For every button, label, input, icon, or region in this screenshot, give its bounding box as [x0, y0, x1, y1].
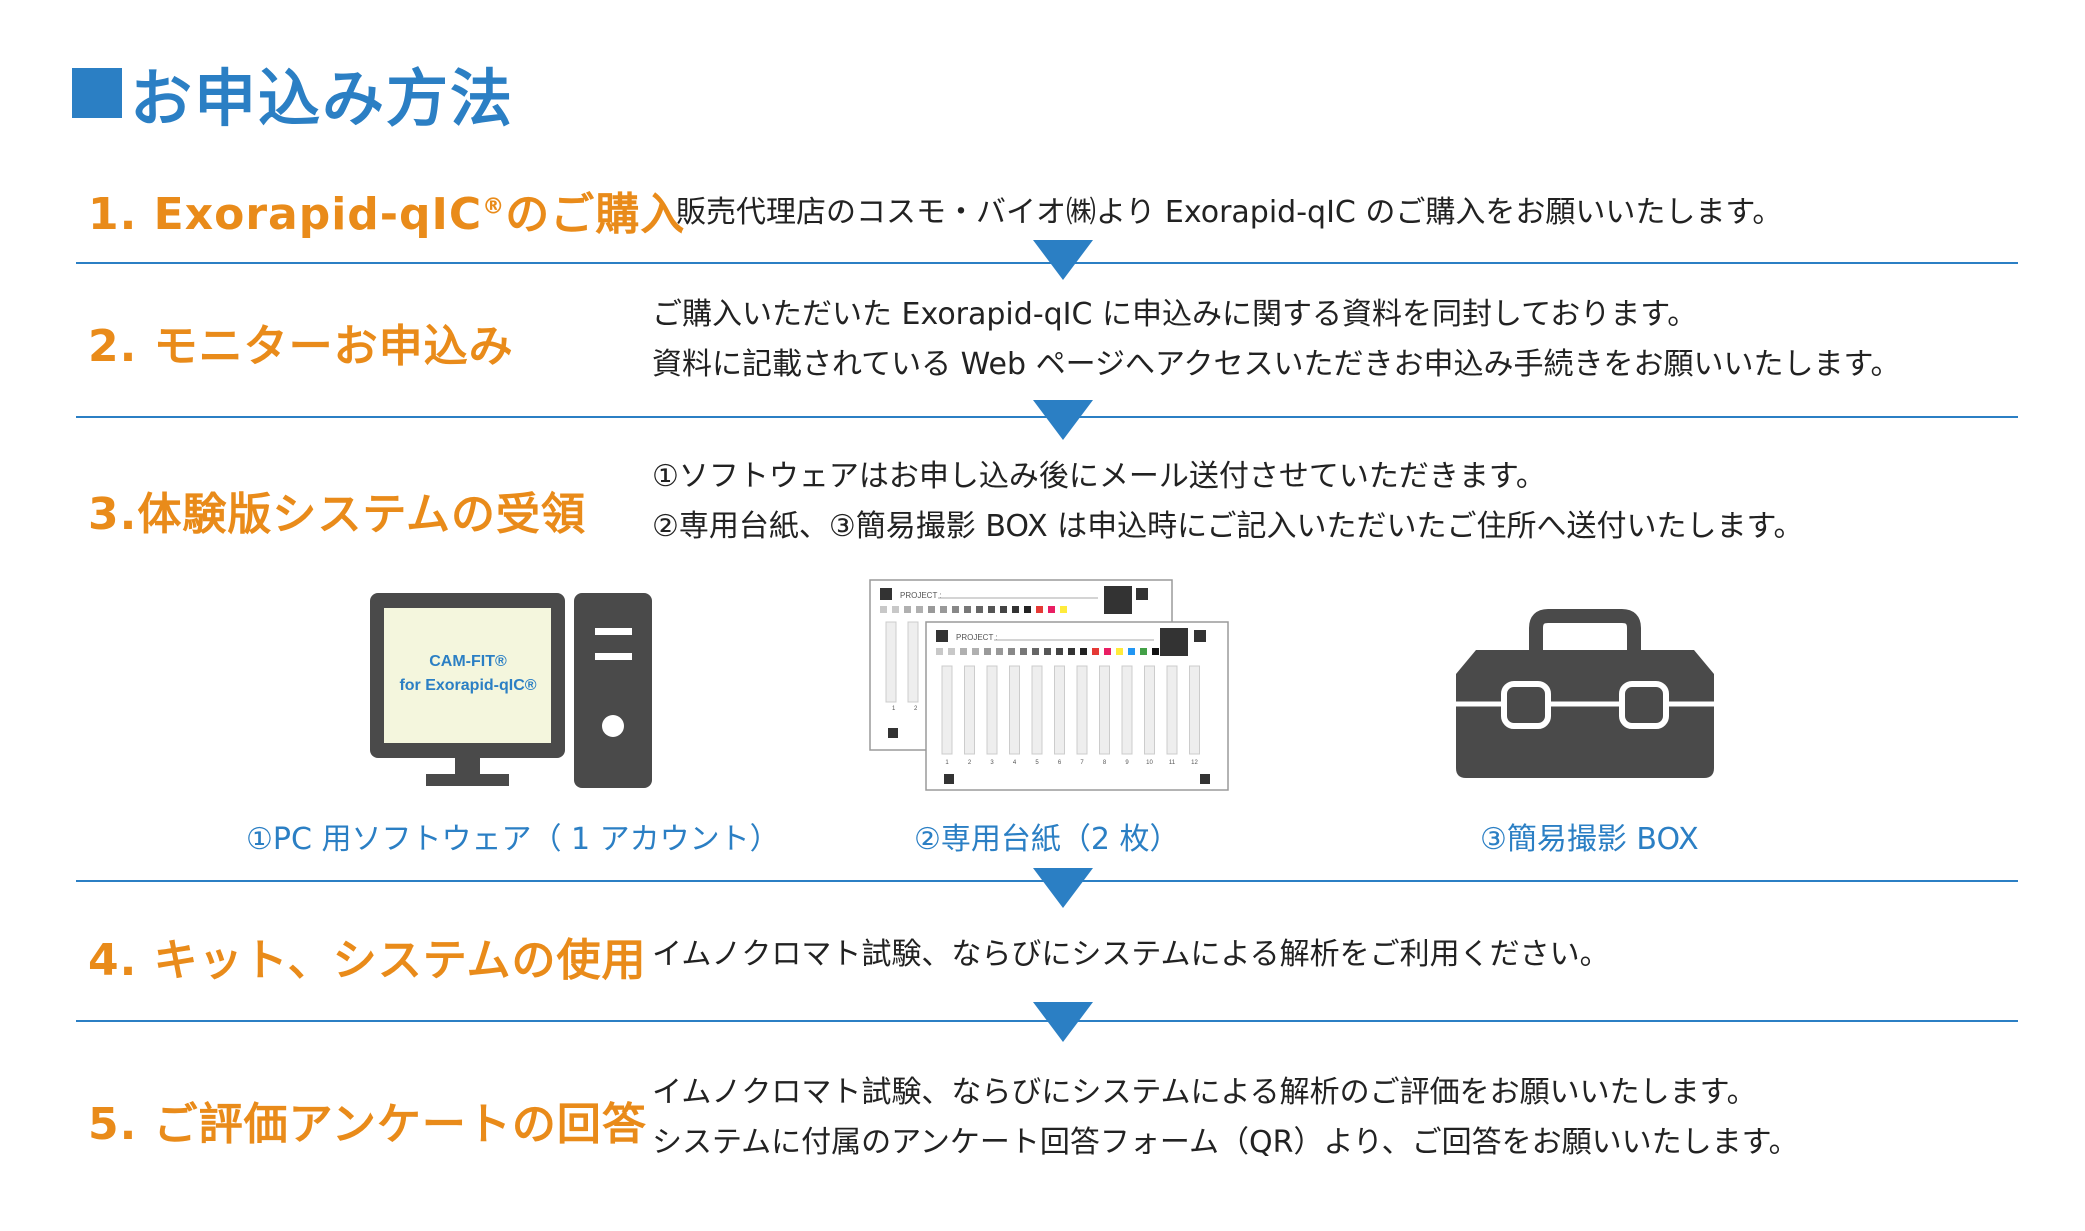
- color-chip: [1056, 648, 1063, 655]
- step-4-title: 4. キット、システムの使用: [88, 935, 647, 986]
- sheet-strip-number: 4: [1013, 760, 1017, 766]
- color-chip: [948, 648, 955, 655]
- strip-slot: [941, 665, 953, 755]
- sheet-project-label: PROJECT :: [900, 591, 942, 600]
- step-1-title: 1. Exorapid-qIC®のご購入: [88, 189, 686, 240]
- color-chip: [1020, 648, 1027, 655]
- arrow-down-icon: [1033, 1002, 1093, 1042]
- sheet-strip-number: 2: [914, 706, 918, 712]
- color-chip: [904, 606, 911, 613]
- color-chip: [1116, 648, 1123, 655]
- strip-slot: [907, 621, 919, 703]
- color-chip: [972, 648, 979, 655]
- step-5-title: 5. ご評価アンケートの回答: [88, 1099, 647, 1150]
- divider: [76, 1020, 2018, 1022]
- strip-slot: [1099, 665, 1110, 755]
- color-chip: [952, 606, 959, 613]
- divider: [76, 416, 2018, 418]
- color-chip: [1032, 648, 1039, 655]
- color-chip: [880, 606, 887, 613]
- page-title: お申込み方法: [72, 48, 514, 138]
- monitor-screen: [384, 608, 551, 743]
- color-chip: [1044, 648, 1051, 655]
- color-chip: [1048, 606, 1055, 613]
- sheet-strip-number: 6: [1058, 760, 1062, 766]
- step-3-title: 3.体験版システムの受領: [88, 489, 587, 540]
- color-chip: [1060, 606, 1067, 613]
- sheet-strip-number: 1: [945, 760, 949, 766]
- sheet-strip-number: 5: [1035, 760, 1039, 766]
- title-square-icon: [72, 68, 122, 118]
- sheet-project-label: PROJECT :: [956, 633, 998, 642]
- step-2-desc: ご購入いただいた Exorapid-qIC に申込みに関する資料を同封しておりま…: [652, 297, 1901, 382]
- strip-slot: [1031, 665, 1043, 755]
- item-label-pc-software: ①PC 用ソフトウェア（ 1 アカウント）: [246, 822, 780, 857]
- color-chip: [1068, 648, 1075, 655]
- color-chip: [1152, 648, 1159, 655]
- item-label-mount-sheet: ②専用台紙（2 枚）: [914, 822, 1180, 857]
- sheet-strip-number: 12: [1191, 760, 1198, 766]
- arrow-down-icon: [1033, 240, 1093, 280]
- color-chip: [1012, 606, 1019, 613]
- sheet-strip-number: 9: [1125, 760, 1129, 766]
- color-chip: [1092, 648, 1099, 655]
- step-5-desc: イムノクロマト試験、ならびにシステムによる解析のご評価をお願いいたします。 シス…: [652, 1075, 1799, 1160]
- divider: [76, 880, 2018, 882]
- strip-slot: [964, 665, 975, 755]
- color-chip: [940, 606, 947, 613]
- strip-slot: [1166, 665, 1178, 755]
- strip-slot: [885, 621, 897, 703]
- monitor-text-line1: CAM-FIT®: [429, 653, 507, 670]
- color-chip: [976, 606, 983, 613]
- page-title-text: お申込み方法: [130, 62, 515, 135]
- pc-icon: CAM-FIT® for Exorapid-qIC®: [370, 593, 652, 788]
- color-chip: [892, 606, 899, 613]
- color-chip: [996, 648, 1003, 655]
- color-chip: [964, 606, 971, 613]
- color-chip: [1104, 648, 1111, 655]
- sheet-strip-number: 1: [892, 706, 896, 712]
- strip-slot: [1189, 665, 1200, 755]
- color-chip: [960, 648, 967, 655]
- strip-slot: [1144, 665, 1155, 755]
- strip-slot: [1076, 665, 1088, 755]
- divider: [76, 262, 2018, 264]
- sheet-strip-number: 11: [1169, 760, 1176, 766]
- sheet-strip-number: 7: [1080, 760, 1084, 766]
- arrow-down-icon: [1033, 400, 1093, 440]
- color-chip: [1000, 606, 1007, 613]
- strip-slot: [1121, 665, 1133, 755]
- color-chip: [1008, 648, 1015, 655]
- step-2-title: 2. モニターお申込み: [88, 321, 514, 372]
- color-chip: [1080, 648, 1087, 655]
- sheet-strip-number: 2: [968, 760, 972, 766]
- color-chip: [1128, 648, 1135, 655]
- sheet-strip-number: 8: [1103, 760, 1107, 766]
- strip-slot: [1054, 665, 1065, 755]
- color-chip: [1036, 606, 1043, 613]
- sheet-strip-number: 10: [1146, 760, 1153, 766]
- color-chip: [916, 606, 923, 613]
- color-chip: [988, 606, 995, 613]
- step-1-desc: 販売代理店のコスモ・バイオ㈱より Exorapid-qIC のご購入をお願いいた…: [676, 195, 1783, 230]
- step-3-desc: ①ソフトウェアはお申し込み後にメール送付させていただきます。 ②専用台紙、③簡易…: [652, 459, 1804, 544]
- color-chip: [1024, 606, 1031, 613]
- arrow-down-icon: [1033, 868, 1093, 908]
- toolbox-icon: [1456, 609, 1714, 778]
- strip-slot: [986, 665, 998, 755]
- strip-slot: [1009, 665, 1020, 755]
- step-4-desc: イムノクロマト試験、ならびにシステムによる解析をご利用ください。: [652, 937, 1610, 972]
- sheet-strip-number: 3: [990, 760, 994, 766]
- monitor-text-line2: for Exorapid-qIC®: [399, 677, 536, 694]
- color-chip: [1140, 648, 1147, 655]
- color-chip: [984, 648, 991, 655]
- item-label-photo-box: ③簡易撮影 BOX: [1480, 822, 1699, 857]
- color-chip: [936, 648, 943, 655]
- color-chip: [928, 606, 935, 613]
